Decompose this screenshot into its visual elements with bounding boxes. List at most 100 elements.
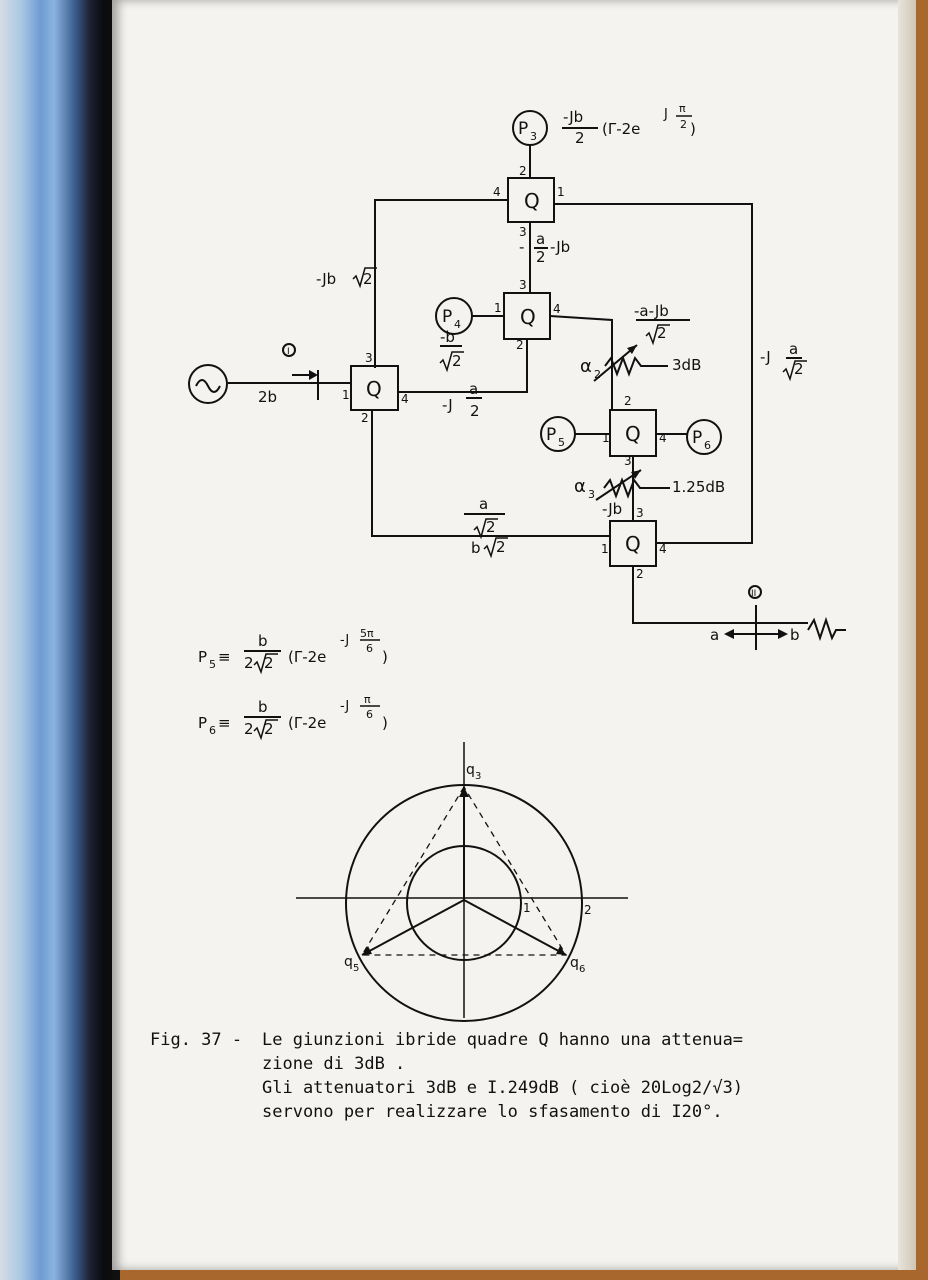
attenuator-2-label: 1.25dB bbox=[672, 478, 725, 496]
port-num: 2 bbox=[624, 394, 632, 408]
p3-exp-den: 2 bbox=[680, 118, 687, 131]
attenuator-1-label: 3dB bbox=[672, 356, 701, 374]
p5-formula-num: b bbox=[258, 632, 268, 650]
sqrt-bottom-b bbox=[483, 537, 508, 559]
port-p6-circle bbox=[686, 419, 722, 455]
wire-q6-out bbox=[632, 566, 808, 624]
arrowhead-att2 bbox=[631, 470, 641, 479]
port-p4-sub: 4 bbox=[454, 318, 461, 331]
arrowhead-dir-left bbox=[724, 629, 734, 639]
p6-formula-equiv: ≡ bbox=[218, 714, 231, 732]
sqrt-p5 bbox=[253, 653, 278, 675]
p3-denominator: 2 bbox=[575, 129, 585, 147]
p5-formula-equiv: ≡ bbox=[218, 648, 231, 666]
p6-formula-exp: -J bbox=[340, 699, 349, 714]
port-p3-sub: 3 bbox=[530, 130, 537, 143]
source-circle bbox=[188, 364, 228, 404]
p6-formula-exp-num: π bbox=[364, 693, 371, 706]
wire-qleft-down bbox=[371, 410, 610, 537]
node-2-circle bbox=[748, 585, 762, 599]
caption-label: Fig. 37 - bbox=[150, 1030, 243, 1050]
port-num: 2 bbox=[361, 411, 369, 425]
phasor-q3-sub: 3 bbox=[475, 771, 481, 782]
sqrt-right bbox=[782, 360, 807, 382]
minus-j-a-num: a bbox=[469, 380, 478, 398]
phasor-triangle bbox=[360, 785, 568, 956]
mid-right-num: -a-Jb bbox=[634, 302, 669, 320]
p6-formula-sub: 6 bbox=[209, 724, 216, 737]
wire-top-right bbox=[554, 203, 753, 544]
hybrid-block-top bbox=[507, 177, 555, 223]
right-vertical-num: a bbox=[789, 340, 798, 358]
port-num: 4 bbox=[659, 431, 667, 445]
phasor-vector-q5 bbox=[361, 899, 465, 956]
hybrid-block-left bbox=[350, 365, 399, 411]
p5-formula-close: ) bbox=[382, 648, 388, 666]
q-top-link-num: a bbox=[536, 230, 545, 248]
minus-jb-label: -Jb bbox=[602, 500, 622, 518]
port-num: 3 bbox=[636, 506, 644, 520]
wire-qmid-right bbox=[549, 315, 613, 410]
minus-j-a-den: 2 bbox=[470, 402, 480, 420]
caption-line-2: zione di 3dB . bbox=[262, 1054, 406, 1074]
figure-caption: Fig. 37 - Le giunzioni ibride quadre Q h… bbox=[150, 1028, 870, 1124]
minus-b-num: -b bbox=[440, 328, 455, 346]
port-p5-circle bbox=[540, 416, 576, 452]
right-vertical-pre: -J bbox=[760, 348, 771, 366]
page-edge bbox=[898, 0, 916, 1270]
port-num: 1 bbox=[557, 185, 565, 199]
port-num: 2 bbox=[519, 164, 527, 178]
hybrid-label-top: Q bbox=[524, 189, 540, 213]
hybrid-block-bottom bbox=[609, 520, 657, 567]
phasor-q5-sub: 5 bbox=[353, 963, 359, 974]
port-p3-circle bbox=[512, 110, 548, 146]
port-num: 2 bbox=[636, 567, 644, 581]
arrowhead-dir-right bbox=[778, 629, 788, 639]
alpha3-sub: 3 bbox=[588, 488, 595, 501]
port-p6-label: P bbox=[692, 428, 702, 448]
phasor-ring-2-label: 2 bbox=[584, 903, 592, 917]
dir-b-label: b bbox=[790, 626, 800, 644]
arrowhead-q5 bbox=[362, 946, 372, 955]
hybrid-label-mid: Q bbox=[520, 305, 536, 329]
hybrid-block-mid bbox=[503, 292, 551, 340]
wire-qmid-down bbox=[398, 339, 528, 393]
p3-body: (Γ-2e bbox=[602, 120, 640, 138]
bottom-den: 2 bbox=[486, 518, 496, 536]
q-top-link-den: 2 bbox=[536, 248, 546, 266]
p5-formula-lhs: P bbox=[198, 648, 207, 666]
phasor-q3-label: q bbox=[466, 762, 475, 778]
port-num: 2 bbox=[516, 338, 524, 352]
hybrid-label-center: Q bbox=[625, 422, 641, 446]
alpha2-label: α bbox=[580, 356, 592, 377]
book-binding bbox=[0, 0, 120, 1280]
p6-formula-close: ) bbox=[382, 714, 388, 732]
mid-right-den: 2 bbox=[657, 324, 667, 342]
hybrid-label-bottom: Q bbox=[625, 532, 641, 556]
port-p6-sub: 6 bbox=[704, 439, 711, 452]
wire-top-left bbox=[374, 199, 508, 368]
q-top-link-rest: -Jb bbox=[550, 238, 570, 256]
bottom-num: a bbox=[479, 495, 488, 513]
node-2-label: II bbox=[751, 589, 756, 599]
node-1-circle bbox=[282, 343, 296, 357]
sqrt-mid-right bbox=[645, 324, 670, 346]
p6-formula-body: (Γ-2e bbox=[288, 714, 326, 732]
node-1-label: I bbox=[287, 347, 290, 357]
phasor-q5-label: q bbox=[344, 954, 353, 970]
sqrt-p6 bbox=[253, 719, 278, 741]
port-num: 1 bbox=[342, 388, 350, 402]
p3-close: ) bbox=[690, 120, 696, 138]
port-num: 4 bbox=[493, 185, 501, 199]
phasor-vector-q6 bbox=[463, 899, 567, 956]
caption-line-1: Le giunzioni ibride quadre Q hanno una a… bbox=[262, 1030, 744, 1050]
p5-formula-den: 2 bbox=[244, 654, 254, 672]
p3-exp: J bbox=[663, 107, 668, 122]
alpha2-sub: 2 bbox=[594, 368, 601, 381]
p3-numerator: -Jb bbox=[563, 108, 583, 126]
arrowhead-att1 bbox=[627, 345, 637, 354]
port-num: 1 bbox=[601, 542, 609, 556]
sqrt-minus-b bbox=[439, 351, 464, 373]
p6-formula-lhs: P bbox=[198, 714, 207, 732]
